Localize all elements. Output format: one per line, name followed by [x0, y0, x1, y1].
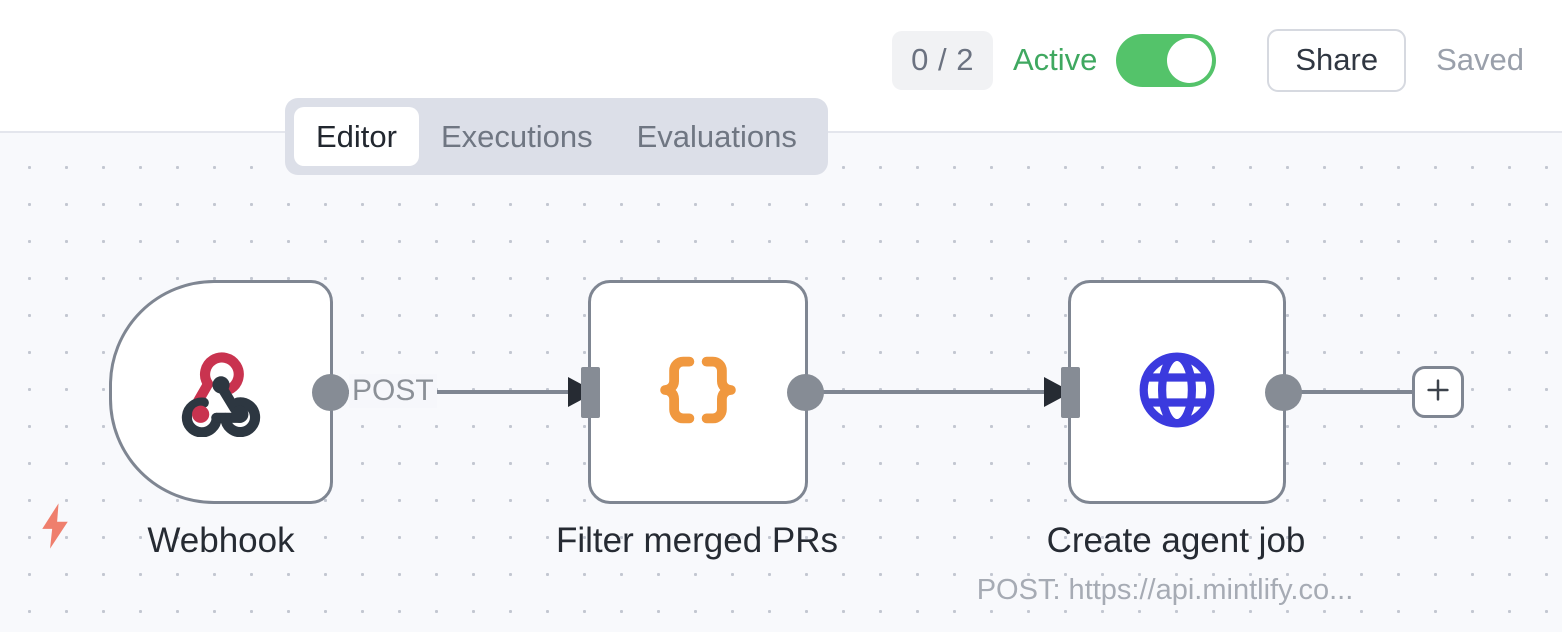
active-status-label: Active	[1012, 42, 1098, 77]
share-button[interactable]: Share	[1267, 28, 1407, 92]
run-count-badge: 0 / 2	[892, 30, 993, 90]
webhook-icon	[174, 343, 268, 442]
tab-executions[interactable]: Executions	[440, 118, 593, 154]
header-actions: 0 / 2 Active Share Saved	[892, 28, 1524, 92]
active-toggle[interactable]	[1116, 33, 1217, 87]
node-filter-label: Filter merged PRs	[555, 521, 839, 560]
node-create-agent-job[interactable]	[1061, 280, 1302, 504]
node-create-agent-job-output-handle[interactable]	[1264, 373, 1302, 411]
node-filter-merged-prs[interactable]	[581, 280, 824, 504]
lightning-bolt-icon	[38, 503, 72, 549]
node-create-agent-job-label: Create agent job	[1046, 521, 1306, 560]
node-create-agent-job-sublabel: POST: https://api.mintlify.co...	[976, 574, 1354, 606]
globe-icon	[1130, 343, 1224, 442]
node-webhook-label: Webhook	[147, 521, 295, 560]
edge-label-post: POST	[349, 374, 437, 408]
workflow-canvas[interactable]: POST Web	[0, 133, 1562, 632]
curly-braces-icon	[651, 343, 745, 442]
node-create-agent-job-input-handle[interactable]	[1061, 366, 1080, 418]
saved-status-label: Saved	[1436, 42, 1524, 77]
node-filter-output-handle[interactable]	[786, 373, 824, 411]
node-webhook-output-handle[interactable]	[311, 373, 349, 411]
tab-editor[interactable]: Editor	[294, 107, 419, 166]
node-filter-input-handle[interactable]	[581, 366, 600, 418]
toggle-knob	[1167, 37, 1213, 83]
plus-icon	[1423, 375, 1453, 410]
node-webhook[interactable]	[109, 280, 349, 504]
add-node-button[interactable]	[1412, 366, 1464, 418]
tab-evaluations[interactable]: Evaluations	[636, 118, 797, 154]
view-tabs: Editor Executions Evaluations	[285, 98, 828, 175]
